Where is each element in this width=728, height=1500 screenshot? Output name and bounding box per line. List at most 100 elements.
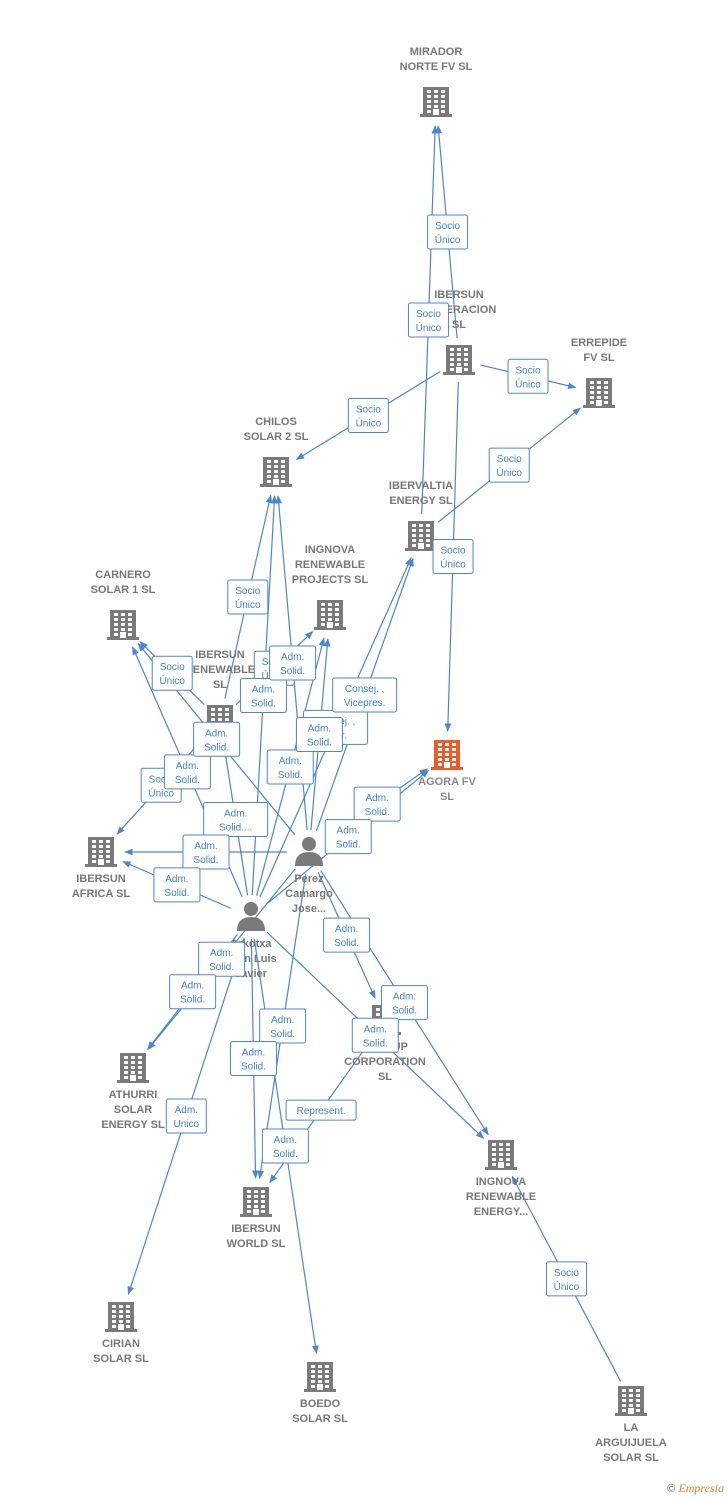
relation-label-box <box>182 834 230 870</box>
relation-label-text: Solid. <box>241 1062 266 1073</box>
relation-label[interactable]: Adm.Solid. <box>259 1008 307 1044</box>
relation-label[interactable]: Adm.Solid. <box>324 819 372 855</box>
relation-label-text: Adm. <box>176 761 199 772</box>
relation-label-text: Único <box>515 377 541 390</box>
relation-label[interactable]: Adm.Solid. <box>261 1128 309 1164</box>
relation-label-text: Solid. <box>175 775 200 786</box>
relation-label-box <box>353 786 401 822</box>
relation-label-box <box>432 539 474 575</box>
relation-label-box <box>488 447 530 483</box>
relation-label-text: Adm. <box>308 723 331 734</box>
building-icon <box>105 1302 137 1332</box>
relation-label-box <box>545 1261 587 1297</box>
relation-label-text: Único <box>416 321 442 334</box>
node-label: PROJECTS SL <box>292 574 369 586</box>
relation-label[interactable]: Adm.Solid. <box>323 917 371 953</box>
relation-label[interactable]: Adm.Solid.... <box>203 801 269 837</box>
node-label: SOLAR SL <box>292 1413 348 1425</box>
relation-label-box <box>165 1098 207 1134</box>
building-icon <box>304 1362 336 1392</box>
relation-label-text: Solid. <box>334 938 359 949</box>
building-icon <box>117 1053 149 1083</box>
node-perez[interactable]: PerezCamargoJose... <box>285 837 333 915</box>
relation-label[interactable]: Adm.Solid. <box>153 867 201 903</box>
relation-label-text: Adm. <box>224 808 247 819</box>
node-label: ENERGY SL <box>101 1119 165 1131</box>
node-label: RENEWABLE <box>185 664 255 676</box>
relation-label[interactable]: Adm.Solid. <box>198 941 246 977</box>
relation-label-text: Socio <box>554 1268 579 1279</box>
relation-label-text: Socio <box>356 404 381 415</box>
relation-label-box <box>193 721 241 757</box>
relation-label[interactable]: Adm.Solid. <box>182 834 230 870</box>
node-label: ARGUIJUELA <box>595 1437 667 1449</box>
relation-label-text: Adm. <box>366 793 389 804</box>
relation-label-text: Consej. , <box>345 684 384 695</box>
relation-label-text: Solid. <box>307 737 332 748</box>
relation-label[interactable]: Adm.Solid. <box>351 1017 399 1053</box>
person-icon <box>237 902 265 931</box>
building-icon <box>85 837 117 867</box>
relation-label-text: Solid. <box>280 666 305 677</box>
building-icon <box>240 1187 272 1217</box>
brand-logo[interactable]: Empresia <box>678 1481 724 1495</box>
relation-label[interactable]: Adm. Solid. <box>266 749 314 785</box>
building-icon <box>431 740 463 770</box>
relation-label[interactable]: Represent. <box>285 1099 357 1121</box>
relation-label-text: Adm. <box>181 981 204 992</box>
relation-label-text: Solid. <box>273 1149 298 1160</box>
relation-label-text: Único <box>235 598 261 611</box>
relation-label[interactable]: Adm.Unico <box>165 1098 207 1134</box>
node-label: NORTE FV SL <box>400 61 473 73</box>
relation-label[interactable]: Adm.Solid. <box>229 1041 277 1077</box>
copyright-symbol: © <box>667 1483 676 1495</box>
relation-label[interactable]: Consej. ,Vicepres. <box>332 677 398 713</box>
node-label: SL <box>213 679 227 691</box>
relation-label-box <box>266 749 314 785</box>
building-icon <box>420 87 452 117</box>
node-ingnova-energy[interactable]: INGNOVARENEWABLEENERGY... <box>466 1140 536 1218</box>
node-label: SOLAR <box>114 1104 153 1116</box>
relation-label-box <box>507 358 549 394</box>
node-label: SL <box>452 319 466 331</box>
relation-label-text: Adm. <box>252 684 275 695</box>
relation-label[interactable]: Adm.Solid. <box>239 677 287 713</box>
node-label: CHILOS <box>255 416 297 428</box>
relation-label-text: Adm. <box>337 826 360 837</box>
relation-label[interactable]: Adm. Solid. <box>163 754 211 790</box>
relation-label-text: Solid. <box>278 770 303 781</box>
relation-label[interactable]: Adm.Solid. <box>169 974 217 1010</box>
relation-label[interactable]: Adm.Solid. <box>353 786 401 822</box>
relation-label-box <box>427 214 469 250</box>
relation-label-text: Adm. <box>279 756 302 767</box>
relation-label-text: Socio <box>516 365 541 376</box>
relation-label[interactable]: Adm.Solid. <box>380 985 428 1021</box>
relation-label[interactable]: Adm.Solid. <box>269 645 317 681</box>
relation-label[interactable]: Adm.Solid. <box>193 721 241 757</box>
node-label: IBERSUN <box>231 1223 281 1235</box>
relation-label[interactable]: Adm. Solid. <box>295 716 343 752</box>
